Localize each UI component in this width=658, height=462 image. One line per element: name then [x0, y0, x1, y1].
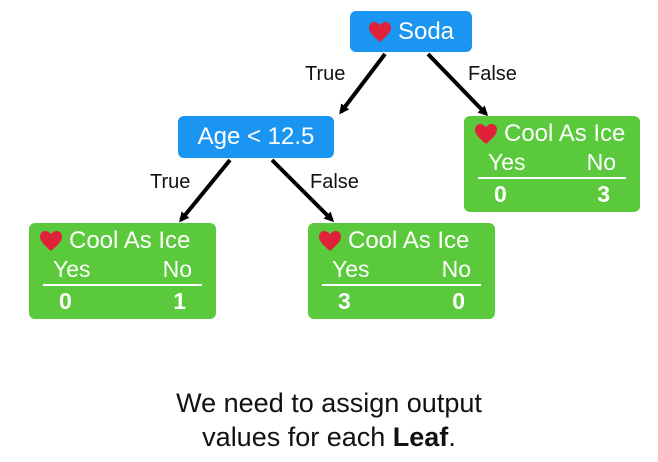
edge-soda-true — [339, 52, 387, 115]
edge-age-false — [270, 158, 335, 223]
caption: We need to assign output values for each… — [0, 386, 658, 454]
leaf-title: Cool As Ice — [348, 227, 470, 254]
leaf-yes-label: Yes — [53, 256, 91, 282]
leaf-no-label: No — [162, 256, 192, 282]
leaf-node-age-false: Cool As Ice Yes No 3 0 — [308, 223, 495, 319]
heart-icon — [39, 230, 63, 252]
leaf-no-label: No — [586, 149, 616, 175]
caption-line-1: We need to assign output — [176, 388, 482, 418]
edge-label-soda-true: True — [305, 63, 346, 85]
leaf-divider — [322, 284, 481, 286]
edge-age-true — [179, 158, 232, 223]
leaf-divider — [478, 177, 626, 179]
heart-icon — [368, 21, 392, 43]
caption-line-2-prefix: values for each — [202, 422, 393, 452]
leaf-node-age-true: Cool As Ice Yes No 0 1 — [29, 223, 216, 319]
leaf-yes-label: Yes — [488, 149, 526, 175]
edge-label-age-true: True — [150, 171, 191, 193]
caption-line-2-suffix: . — [448, 422, 456, 452]
leaf-divider — [43, 284, 202, 286]
caption-line-2-bold: Leaf — [392, 422, 449, 452]
leaf-title: Cool As Ice — [504, 120, 626, 147]
edge-label-age-false: False — [310, 171, 359, 193]
leaf-yes-value: 0 — [59, 288, 72, 314]
leaf-no-value: 0 — [452, 288, 465, 314]
leaf-no-label: No — [441, 256, 471, 282]
root-node-label: Soda — [397, 17, 455, 45]
leaf-node-soda-false: Cool As Ice Yes No 0 3 — [464, 116, 640, 212]
heart-icon — [318, 230, 342, 252]
root-node-soda: Soda — [350, 11, 472, 52]
edge-soda-false — [426, 52, 489, 117]
leaf-yes-value: 0 — [494, 181, 507, 207]
edge-label-soda-false: False — [468, 63, 517, 85]
leaf-no-value: 1 — [173, 288, 186, 314]
decision-node-age-label: Age < 12.5 — [197, 123, 315, 150]
leaf-title: Cool As Ice — [69, 227, 191, 254]
heart-icon — [474, 123, 498, 145]
leaf-yes-value: 3 — [338, 288, 351, 314]
caption-line-2: values for each Leaf. — [0, 420, 658, 454]
leaf-no-value: 3 — [597, 181, 610, 207]
decision-node-age: Age < 12.5 — [178, 116, 334, 158]
leaf-yes-label: Yes — [332, 256, 370, 282]
